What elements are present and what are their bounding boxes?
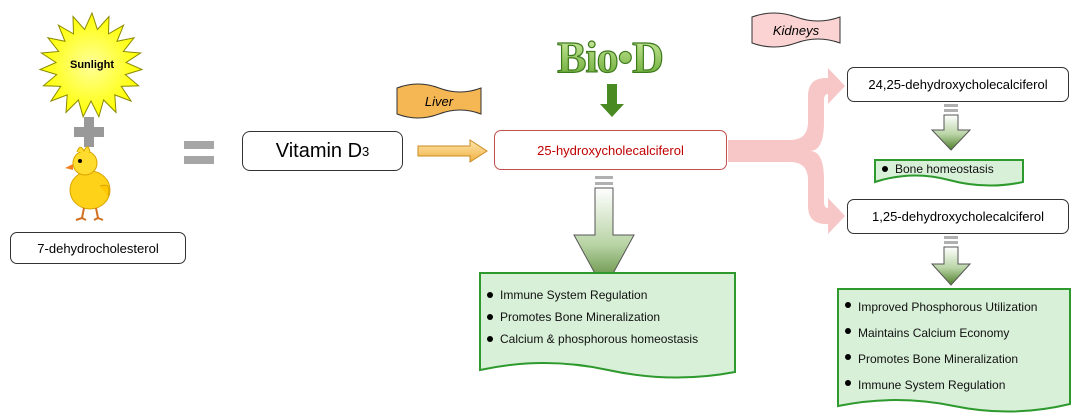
list-item: Promotes Bone Mineralization [840, 346, 1037, 372]
down-arrow-2425 [930, 104, 972, 151]
bone-homeostasis-box [874, 159, 1024, 187]
hydroxy-box: 25-hydroxycholecalciferol [494, 130, 727, 170]
effects-125-box [837, 288, 1071, 413]
list-item: Promotes Bone Mineralization [482, 306, 698, 328]
list-item: Immune System Regulation [482, 284, 698, 306]
hydroxy-effects-list: Immune System Regulation Promotes Bone M… [482, 284, 698, 350]
down-arrow-125 [930, 236, 972, 286]
bone-homeostasis-list: Bone homeostasis [877, 158, 994, 180]
biod-logo-icon: Bio•D [557, 32, 665, 82]
list-item: Improved Phosphorous Utilization [840, 294, 1037, 320]
svg-text:Bio•D: Bio•D [557, 33, 663, 82]
metabolite-2425-box: 24,25-dehydroxycholecalciferol [847, 67, 1069, 102]
equals-icon-bottom [184, 156, 214, 164]
liver-banner [396, 83, 482, 119]
list-item: Bone homeostasis [877, 158, 994, 180]
kidneys-label: Kidneys [772, 22, 820, 38]
orange-arrow [417, 139, 488, 163]
list-item: Immune System Regulation [840, 372, 1037, 398]
liver-label: Liver [424, 93, 454, 109]
kidneys-banner [751, 12, 841, 48]
list-item: Maintains Calcium Economy [840, 320, 1037, 346]
biod-down-arrow [600, 84, 624, 117]
plus-icon-horizontal [74, 127, 104, 137]
metabolite-125-box: 1,25-dehydroxycholecalciferol [847, 199, 1069, 234]
sunlight-label: Sunlight [70, 59, 114, 71]
vitamin-d3-subscript: 3 [362, 143, 370, 159]
hydroxy-effects-box [479, 272, 736, 379]
equals-icon-top [184, 141, 214, 149]
sunlight-starburst [38, 11, 144, 119]
effects-125-list: Improved Phosphorous Utilization Maintai… [840, 294, 1037, 398]
list-item: Calcium & phosphorous homeostasis [482, 328, 698, 350]
chick-icon [65, 146, 111, 221]
hydroxy-down-arrow [573, 176, 635, 292]
vitamin-d3-label: Vitamin D [275, 139, 363, 162]
precursor-box: 7-dehydrocholesterol [10, 232, 186, 264]
kidney-split-arrow [728, 68, 845, 234]
